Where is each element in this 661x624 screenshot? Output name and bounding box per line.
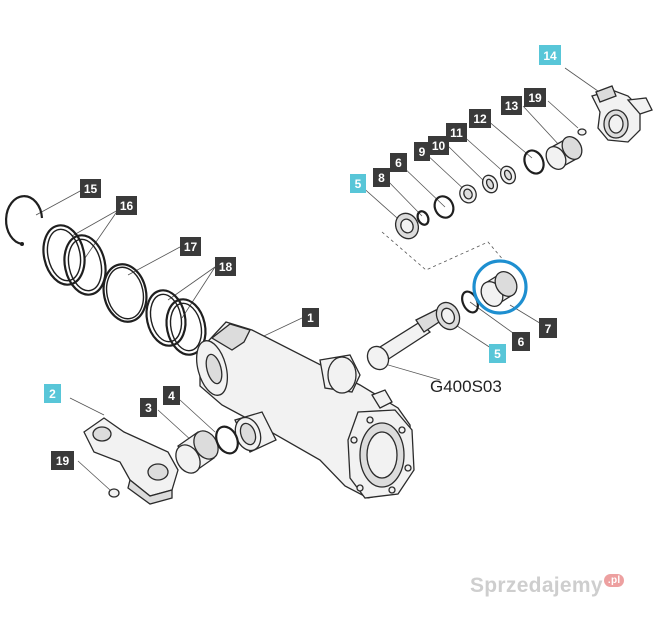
diagram-code: G400S03 xyxy=(430,377,502,396)
washer-part-9 xyxy=(459,184,477,204)
svg-text:14: 14 xyxy=(543,49,557,63)
o-ring-part-12 xyxy=(523,149,545,175)
highlight-circle xyxy=(472,259,528,315)
callout-15: 15 xyxy=(80,179,101,198)
callout-19-upper: 19 xyxy=(524,88,546,107)
svg-text:5: 5 xyxy=(355,177,362,191)
grease-nipple-part-19-upper xyxy=(577,128,587,136)
svg-text:10: 10 xyxy=(432,139,446,153)
callout-1: 1 xyxy=(302,308,319,327)
snap-ring-part-15 xyxy=(4,195,44,246)
callout-7: 7 xyxy=(539,318,557,338)
svg-text:9: 9 xyxy=(419,145,426,159)
svg-text:16: 16 xyxy=(120,199,134,213)
bushing-part-7 xyxy=(480,271,518,307)
svg-text:17: 17 xyxy=(184,240,198,254)
callout-19-lower: 19 xyxy=(51,451,74,470)
callout-18: 18 xyxy=(215,257,236,276)
svg-text:18: 18 xyxy=(219,260,233,274)
backup-ring-part-17 xyxy=(102,263,148,323)
watermark: Sprzedajemy.pl xyxy=(470,574,625,598)
callout-11: 11 xyxy=(446,123,467,142)
callout-2: 2 xyxy=(44,384,61,403)
svg-text:4: 4 xyxy=(168,389,175,403)
bracket-part-2 xyxy=(83,417,179,505)
svg-text:2: 2 xyxy=(49,387,56,401)
callout-9: 9 xyxy=(414,142,430,161)
ring-part-10 xyxy=(481,174,499,194)
watermark-suffix: .pl xyxy=(603,574,625,587)
callout-4: 4 xyxy=(163,386,180,405)
svg-text:3: 3 xyxy=(145,401,152,415)
svg-text:1: 1 xyxy=(307,311,314,325)
washer-part-11 xyxy=(499,165,517,185)
seal-part-5-upper xyxy=(394,212,420,240)
callout-5-lower: 5 xyxy=(489,344,506,363)
grease-nipple-part-19-lower xyxy=(108,488,120,498)
callout-13: 13 xyxy=(501,96,522,115)
seal-part-5-lower xyxy=(435,301,461,331)
svg-text:11: 11 xyxy=(450,126,463,140)
svg-text:6: 6 xyxy=(518,335,525,349)
knuckle-part-14 xyxy=(591,85,653,143)
axle-housing-part-1 xyxy=(196,321,415,499)
svg-text:7: 7 xyxy=(545,322,552,336)
callout-12: 12 xyxy=(469,109,491,128)
callout-17: 17 xyxy=(180,237,201,256)
svg-text:6: 6 xyxy=(395,156,402,170)
bushing-part-13 xyxy=(545,136,583,170)
svg-text:19: 19 xyxy=(56,454,70,468)
o-ring-part-4 xyxy=(215,425,239,455)
callout-10: 10 xyxy=(428,136,449,155)
svg-text:8: 8 xyxy=(378,171,385,185)
bushing-part-3 xyxy=(175,430,219,474)
callout-6-lower: 6 xyxy=(512,332,530,351)
watermark-text: Sprzedajemy xyxy=(470,574,603,597)
svg-text:12: 12 xyxy=(473,112,487,126)
o-rings-part-18 xyxy=(145,289,207,356)
o-ring-part-6-upper xyxy=(433,195,455,219)
callout-14: 14 xyxy=(539,45,561,65)
pin-shaft xyxy=(366,309,443,371)
callout-3: 3 xyxy=(140,398,157,417)
svg-text:19: 19 xyxy=(528,91,542,105)
svg-text:13: 13 xyxy=(505,99,519,113)
svg-text:15: 15 xyxy=(84,182,98,196)
callout-6-upper: 6 xyxy=(390,153,407,172)
callout-16: 16 xyxy=(116,196,137,215)
callout-5-upper: 5 xyxy=(350,174,366,193)
svg-text:5: 5 xyxy=(494,347,501,361)
callout-8: 8 xyxy=(373,168,390,187)
o-ring-part-8 xyxy=(416,210,430,226)
o-rings-part-16 xyxy=(42,224,107,296)
